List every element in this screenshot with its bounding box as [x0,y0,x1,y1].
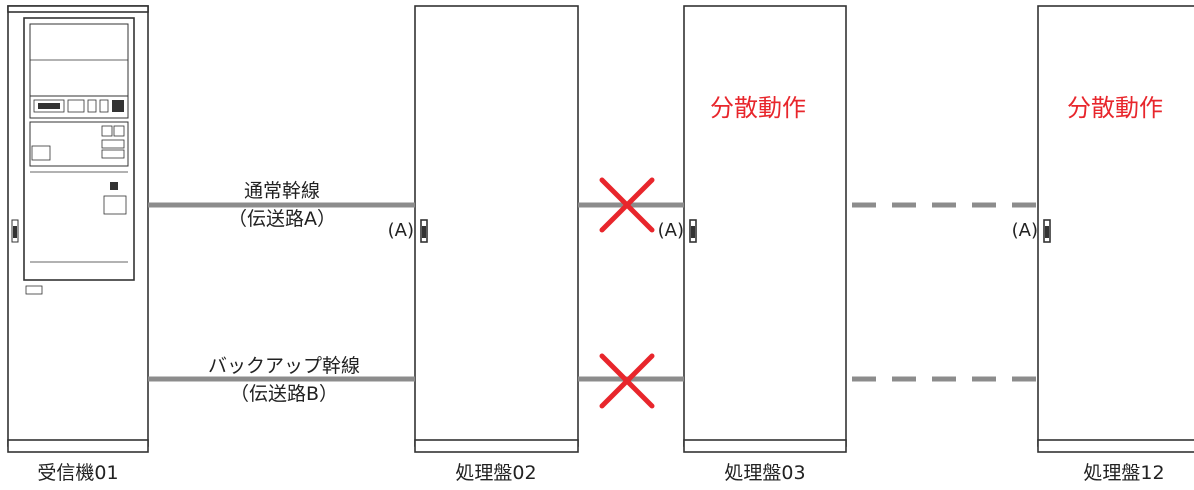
panel12-port-label: (A) [1012,220,1038,241]
panel03-status: 分散動作 [710,94,806,122]
main-line-sub: （伝送路A） [228,208,336,230]
panel02-caption: 処理盤02 [455,462,536,484]
panel03-caption: 処理盤03 [724,462,805,484]
panel03-cabinet [683,5,847,453]
backup-line-sub: （伝送路B） [230,383,338,405]
panel02-port-label: (A) [388,220,414,241]
panel12-cabinet [1037,5,1194,453]
panel02-cabinet [414,5,579,453]
receiver-cabinet [7,5,149,453]
panel12-status: 分散動作 [1067,94,1163,122]
main-line-name: 通常幹線 [244,180,320,202]
fault-mark-main [599,177,655,233]
backup-line-name: バックアップ幹線 [208,355,360,377]
panel12-caption: 処理盤12 [1083,462,1164,484]
fault-mark-backup [599,353,655,409]
panel03-port-label: (A) [658,220,684,241]
receiver-caption: 受信機01 [37,462,118,484]
